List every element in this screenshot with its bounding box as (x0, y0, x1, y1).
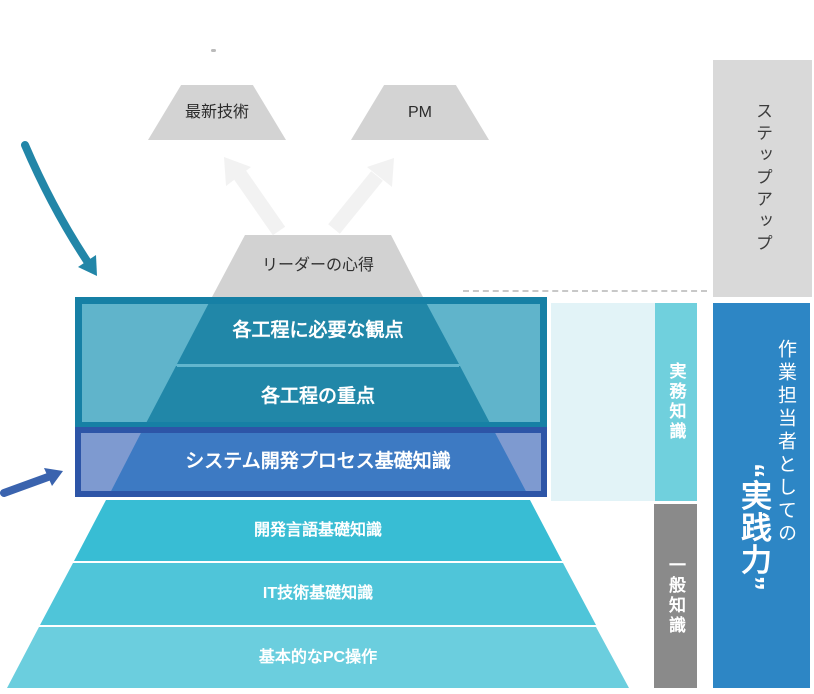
practical-knowledge-strip: 実務知識 (655, 303, 697, 501)
devlang-label: 開発言語基礎知識 (253, 522, 382, 539)
practical-knowledge-box-border (75, 297, 547, 429)
general-knowledge-strip: 一般知識 (654, 504, 697, 688)
pyramid-layer-viewpoints (177, 297, 459, 364)
latest-tech-shape: 最新技術 (148, 85, 286, 140)
viewpoints-label: 各工程に必要な観点 (232, 320, 404, 341)
pyramid-layer-sysdev (108, 427, 529, 497)
step-up-box: ステップアップ (713, 60, 812, 297)
practice-skill-line: 作業担当者としての (775, 339, 796, 546)
leader-label: リーダーの心得 (261, 257, 374, 274)
pm-shape: PM (351, 85, 489, 140)
general-knowledge-label: 一般知識 (666, 556, 685, 636)
practical-knowledge-panel (551, 303, 655, 501)
pm-label: PM (408, 104, 432, 121)
teal-pointer-arrow-icon (21, 141, 97, 276)
pyramid-layer-devlang (74, 500, 562, 561)
practice-skill-emphasis: “実践力” (736, 463, 771, 592)
sysdev-label: システム開発プロセス基礎知識 (185, 451, 451, 472)
pyramid-layer-pc (7, 627, 629, 688)
priorities-label: 各工程の重点 (260, 386, 375, 407)
ittech-label: IT技術基礎知識 (262, 585, 374, 602)
practical-knowledge-label: 実務知識 (666, 362, 686, 442)
stray-dot (211, 49, 216, 52)
pyramid-layer-ittech (40, 563, 596, 625)
pc-label: 基本的なPC操作 (258, 649, 378, 666)
up-arrow-left-icon (224, 157, 286, 236)
latest-tech-label: 最新技術 (184, 104, 249, 121)
practice-skill-box: 作業担当者としての “実践力” (713, 303, 810, 688)
blue-pointer-arrow-icon (0, 468, 63, 497)
up-arrow-right-icon (328, 158, 394, 234)
pyramid-layer-priorities (144, 366, 492, 427)
viewpoints-priorities-divider (177, 364, 459, 367)
step-up-label: ステップアップ (753, 101, 772, 256)
dashed-separator-line (463, 290, 707, 292)
pyramid-layer-leader (212, 235, 423, 297)
sysdev-knowledge-box-border (75, 427, 547, 497)
